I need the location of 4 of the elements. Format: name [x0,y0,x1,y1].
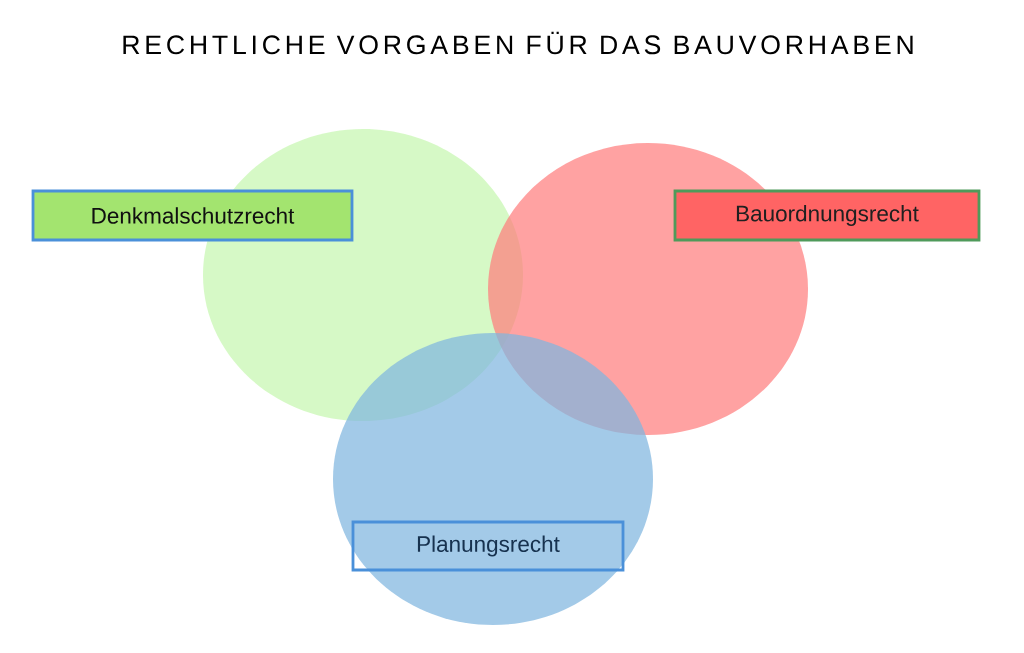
label-box: Denkmalschutzrecht [31,189,354,242]
label-box: Bauordnungsrecht [673,189,981,242]
venn-circle [333,333,653,625]
title: RECHTLICHE VORGABEN FÜR DAS BAUVORHABEN [123,31,913,55]
